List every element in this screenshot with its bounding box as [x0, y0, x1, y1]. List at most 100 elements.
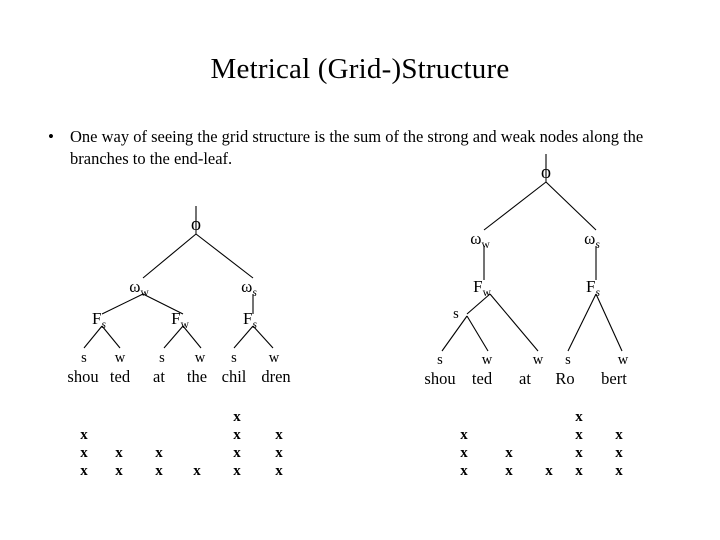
- leaf-word: at: [519, 369, 531, 388]
- branch-footw-leaf: [489, 293, 539, 352]
- branch-foots-leaf: [567, 293, 597, 352]
- leaf-word: bert: [601, 369, 627, 388]
- omega-glyph: ω: [129, 277, 140, 296]
- grid-mark: x: [615, 445, 623, 461]
- grid-mark: x: [155, 445, 163, 461]
- leaf-strength-label: s: [565, 352, 571, 368]
- leaf-strength-label: s: [81, 350, 87, 366]
- omega-subscript: s: [252, 287, 257, 299]
- branch-foots-leaf: [595, 293, 623, 352]
- grid-mark: x: [193, 463, 201, 479]
- foot-node: Fs: [586, 277, 600, 299]
- omega-subscript: w: [481, 239, 490, 251]
- grid-mark: x: [275, 427, 283, 443]
- grid-mark: x: [575, 463, 583, 479]
- grid-mark: x: [460, 463, 468, 479]
- grid-mark: x: [233, 427, 241, 443]
- omega-glyph: ω: [241, 277, 252, 296]
- branch-strongnode-leaf: [466, 315, 489, 352]
- omega-s-node: ωs: [584, 229, 600, 251]
- grid-mark: x: [80, 463, 88, 479]
- branch-strongnode-leaf: [441, 315, 468, 352]
- grid-mark: x: [575, 427, 583, 443]
- grid-mark: x: [615, 463, 623, 479]
- branch-foot-leaf: [83, 325, 103, 349]
- grid-mark: x: [275, 463, 283, 479]
- omega-w-node: ωw: [129, 277, 149, 299]
- foot-glyph: F: [171, 309, 180, 328]
- grid-mark: x: [505, 445, 513, 461]
- foot-subscript: s: [595, 287, 600, 299]
- branch-foot-leaf: [233, 325, 254, 349]
- branch-omegaw-footw: [142, 293, 184, 315]
- branch-footw-strongnode: [466, 293, 491, 315]
- strong-node: s: [453, 306, 459, 322]
- bullet-text: One way of seeing the grid structure is …: [70, 127, 644, 168]
- leaf-word: chil: [222, 367, 247, 386]
- leaf-word: the: [187, 367, 207, 386]
- grid-mark: x: [155, 463, 163, 479]
- grid-mark: x: [545, 463, 553, 479]
- bullet-list: • One way of seeing the grid structure i…: [44, 126, 674, 170]
- branch-foot-leaf: [163, 325, 184, 349]
- omega-w-node: ωw: [470, 229, 490, 251]
- leaf-strength-label: w: [115, 350, 126, 366]
- omega-glyph: ω: [470, 229, 481, 248]
- leaf-strength-label: w: [269, 350, 280, 366]
- foot-glyph: F: [243, 309, 252, 328]
- tree-left-diagram: ϕ ωw ωs Fs Fw Fs s w s w s w shou ted at…: [67, 206, 291, 386]
- foot-subscript: s: [252, 319, 257, 331]
- leaf-strength-label: w: [482, 352, 493, 368]
- omega-glyph: ω: [584, 229, 595, 248]
- leaf-strength-label: s: [231, 350, 237, 366]
- foot-node: Fw: [473, 277, 491, 299]
- omega-s-node: ωs: [241, 277, 257, 299]
- grid-mark: x: [505, 463, 513, 479]
- grid-mark: x: [115, 445, 123, 461]
- omega-subscript: w: [140, 287, 149, 299]
- foot-subscript: w: [483, 287, 492, 299]
- grid-mark: x: [460, 445, 468, 461]
- branch-phi-omegaw: [483, 181, 547, 231]
- grid-mark: x: [80, 445, 88, 461]
- grid-mark: x: [233, 409, 241, 425]
- grid-mark: x: [615, 427, 623, 443]
- leaf-strength-label: s: [437, 352, 443, 368]
- page-title: Metrical (Grid-)Structure: [210, 53, 510, 85]
- branch-phi-omegaw: [142, 233, 197, 279]
- foot-node: Fs: [92, 309, 106, 331]
- branch-foot-leaf: [182, 325, 202, 349]
- leaf-word: at: [153, 367, 165, 386]
- foot-node: Fw: [171, 309, 189, 331]
- branch-phi-omegas: [545, 181, 597, 231]
- branch-omegaw-foots: [101, 293, 144, 315]
- leaf-word: Ro: [555, 369, 574, 388]
- grid-mark: x: [233, 445, 241, 461]
- leaf-word: shou: [424, 369, 455, 388]
- foot-glyph: F: [92, 309, 101, 328]
- leaf-word: ted: [110, 367, 131, 386]
- foot-node: Fs: [243, 309, 257, 331]
- grid-mark: x: [233, 463, 241, 479]
- grid-mark: x: [275, 445, 283, 461]
- foot-subscript: w: [181, 319, 190, 331]
- tree-right-diagram: ϕ ωw ωs Fw Fs s s w w s w shou ted at Ro…: [424, 154, 629, 388]
- foot-glyph: F: [473, 277, 482, 296]
- phi-node: ϕ: [541, 162, 551, 183]
- grid-mark: x: [575, 409, 583, 425]
- branch-phi-omegas: [195, 233, 254, 279]
- leaf-word: ted: [472, 369, 493, 388]
- grid-mark: x: [115, 463, 123, 479]
- leaf-strength-label: s: [159, 350, 165, 366]
- grid-column: x: [538, 462, 560, 480]
- leaf-word: shou: [67, 367, 98, 386]
